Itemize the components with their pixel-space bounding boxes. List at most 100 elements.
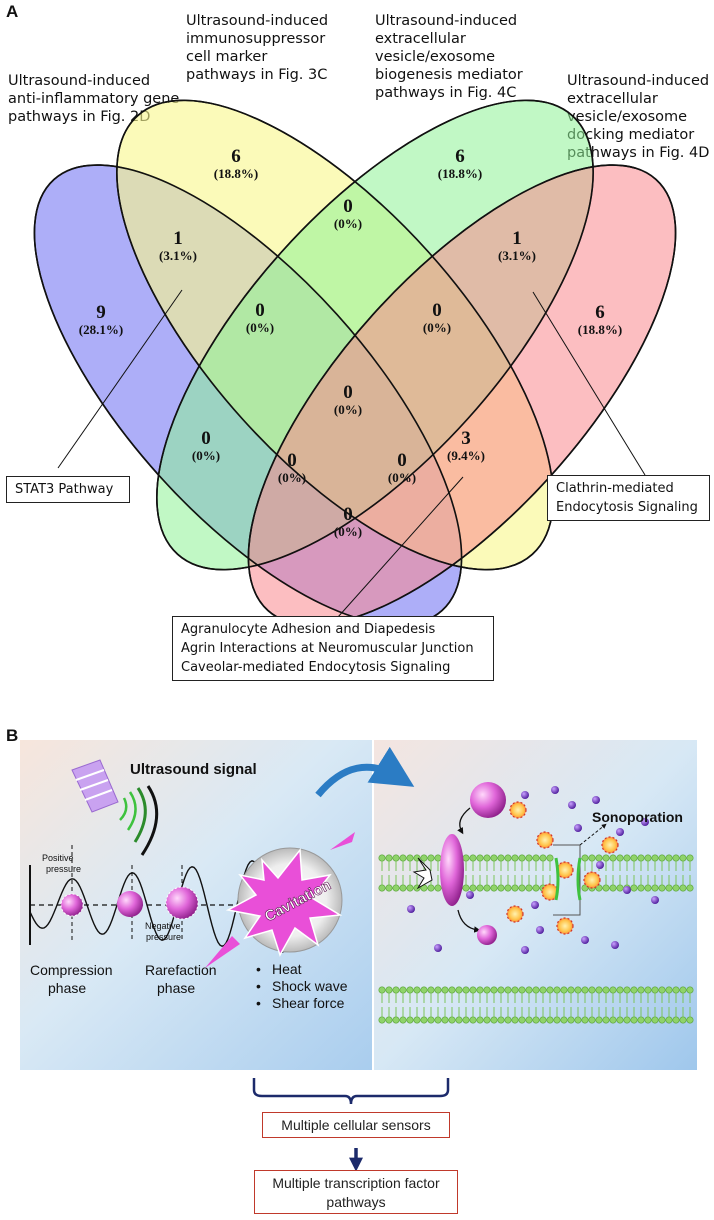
cavitation-burst-icon — [225, 847, 343, 957]
ultrasound-signal-label: Ultrasound signal — [130, 761, 257, 778]
effect-item: Shock wave — [272, 978, 348, 994]
lipid-head — [469, 1016, 477, 1024]
lipid-head — [504, 986, 512, 994]
region-count-ABC: 0 — [255, 300, 265, 321]
region-percent-BD: (9.4%) — [447, 448, 485, 463]
effect-bullet: • — [256, 961, 261, 977]
lipid-head — [392, 884, 400, 892]
lipid-head — [679, 854, 687, 862]
lipid-head — [546, 854, 554, 862]
molecule-dot — [651, 896, 659, 904]
molecule-dot — [466, 891, 474, 899]
lipid-head — [462, 854, 470, 862]
lipid-head — [476, 854, 484, 862]
lipid-head — [518, 986, 526, 994]
region-count-BD: 3 — [461, 428, 471, 449]
lipid-head — [462, 1016, 470, 1024]
effect-item: Shear force — [272, 995, 345, 1011]
lipid-head — [686, 854, 694, 862]
lipid-head — [539, 1016, 547, 1024]
lipid-head — [406, 986, 414, 994]
transcription-factor-box: Multiple transcription factor pathways — [254, 1170, 458, 1214]
lipid-head — [518, 854, 526, 862]
lipid-head — [462, 986, 470, 994]
lipid-head — [595, 986, 603, 994]
lipid-head — [553, 1016, 561, 1024]
molecule-dot — [568, 801, 576, 809]
exosome — [506, 905, 524, 923]
lipid-head — [616, 986, 624, 994]
lipid-head — [679, 986, 687, 994]
molecule-dot — [623, 886, 631, 894]
molecule-dot — [407, 905, 415, 913]
molecule-dot — [434, 944, 442, 952]
molecule-dot — [551, 786, 559, 794]
lipid-head — [504, 884, 512, 892]
lipid-head — [672, 884, 680, 892]
lipid-head — [686, 986, 694, 994]
lipid-head — [588, 986, 596, 994]
lipid-head — [658, 884, 666, 892]
region-percent-ABCD: (0%) — [334, 402, 362, 417]
lipid-head — [637, 884, 645, 892]
exosome — [556, 917, 574, 935]
region-count-C_only: 6 — [455, 146, 465, 167]
lipid-head — [511, 884, 519, 892]
lipid-head — [588, 1016, 596, 1024]
lipid-head — [567, 986, 575, 994]
lipid-head — [448, 1016, 456, 1024]
callout-shared-pathways: Agranulocyte Adhesion and Diapedesis Agr… — [172, 616, 494, 681]
lipid-head — [378, 986, 386, 994]
lipid-head — [532, 884, 540, 892]
region-count-ABCD: 0 — [343, 382, 353, 403]
lipid-head — [420, 986, 428, 994]
set-label-ev-biogenesis: Ultrasound-induced extracellular vesicle… — [375, 13, 523, 101]
lipid-head — [392, 986, 400, 994]
lipid-head — [385, 1016, 393, 1024]
lipid-head — [525, 1016, 533, 1024]
oscillating-bubble — [440, 834, 464, 906]
region-count-BC: 0 — [343, 196, 353, 217]
lipid-head — [483, 1016, 491, 1024]
lipid-head — [406, 1016, 414, 1024]
molecule-dot — [521, 791, 529, 799]
set-label-anti-inflammatory: Ultrasound-induced anti-inflammatory gen… — [8, 73, 180, 125]
lipid-head — [399, 1016, 407, 1024]
lipid-head — [658, 1016, 666, 1024]
lipid-head — [532, 986, 540, 994]
lipid-head — [469, 854, 477, 862]
lipid-head — [420, 854, 428, 862]
region-count-ABD: 0 — [397, 450, 407, 471]
lipid-head — [455, 1016, 463, 1024]
lipid-head — [392, 1016, 400, 1024]
lipid-head — [686, 884, 694, 892]
region-percent-C_only: (18.8%) — [438, 166, 482, 181]
lipid-head — [525, 854, 533, 862]
lipid-head — [679, 884, 687, 892]
cavitation-effects-list: • Heat • Shock wave • Shear force — [256, 961, 348, 1011]
lipid-head — [406, 884, 414, 892]
lipid-head — [602, 854, 610, 862]
lipid-head — [686, 1016, 694, 1024]
lipid-head — [525, 986, 533, 994]
lipid-head — [434, 1016, 442, 1024]
region-percent-AD: (0%) — [334, 524, 362, 539]
region-percent-A_only: (28.1%) — [79, 322, 123, 337]
molecule-dot — [611, 941, 619, 949]
region-percent-BCD: (0%) — [423, 320, 451, 335]
lipid-head — [399, 884, 407, 892]
region-percent-ABD: (0%) — [388, 470, 416, 485]
lipid-head — [413, 1016, 421, 1024]
lipid-head — [455, 986, 463, 994]
molecule-dot — [641, 818, 649, 826]
lipid-head — [385, 986, 393, 994]
lipid-head — [511, 1016, 519, 1024]
lipid-head — [644, 986, 652, 994]
exosome — [509, 801, 527, 819]
lipid-head — [483, 854, 491, 862]
lipid-head — [560, 986, 568, 994]
lipid-head — [539, 986, 547, 994]
region-percent-CD: (3.1%) — [498, 248, 536, 263]
lipid-head — [665, 854, 673, 862]
lipid-head — [581, 1016, 589, 1024]
